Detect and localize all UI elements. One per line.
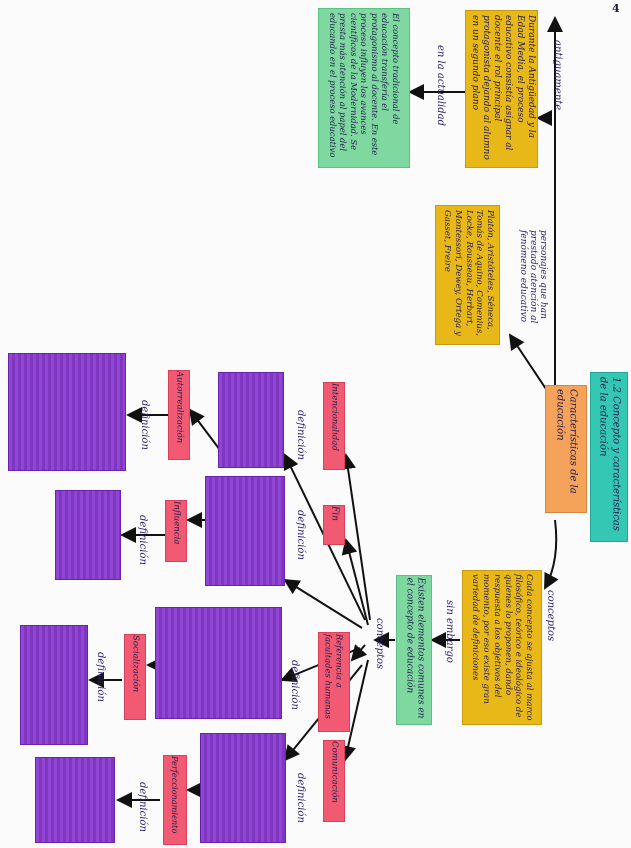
conceptos-box: Cada concepto se ajusta al marco filosóf… [462, 570, 542, 725]
label-definicion-2: definición [295, 510, 306, 560]
topic-text: 1.2 Concepto y características de la edu… [598, 377, 622, 532]
label-antiguamente: antiguamente [552, 40, 563, 111]
element-comunicacion-text: Comunicación [329, 741, 340, 803]
center-box: Características de la educación [545, 385, 587, 513]
purple-box-6 [55, 490, 121, 580]
element-autorrealizacion: Autorrealización [168, 370, 190, 460]
element-intencionalidad: Intencionalidad [323, 382, 345, 470]
element-intencionalidad-text: Intencionalidad [329, 383, 340, 452]
label-definicion-7: definición [95, 652, 106, 702]
label-definicion-6: definición [137, 515, 148, 565]
label-conceptos: conceptos [545, 590, 556, 642]
purple-box-8 [35, 757, 115, 843]
element-socializacion-text: Socialización [130, 635, 141, 693]
label-sin-embargo: sin embargo [444, 600, 455, 663]
link-hub-fin [341, 538, 369, 626]
element-influencia-text: Influencia [171, 501, 182, 545]
center-text: Características de la educación [555, 389, 579, 494]
label-definicion-1: definición [295, 410, 306, 460]
page-number: 4 [612, 2, 620, 15]
label-definicion-3: definición [289, 660, 300, 710]
label-definicion-8: definición [137, 782, 148, 832]
conceptos-text: Cada concepto se ajusta al marco filosóf… [470, 573, 535, 721]
purple-box-5 [8, 353, 126, 471]
element-perfeccionamiento: Perfeccionamiento [163, 755, 187, 845]
link-hub-facultades [350, 644, 368, 662]
antiguedad-box: Durante la Antigüedad y la Edad Media, e… [465, 10, 538, 168]
purple-box-1 [218, 372, 284, 468]
label-definicion-4: definición [295, 773, 306, 823]
personajes-text: Platón, Aristóteles, Séneca, Tomás de Aq… [441, 210, 495, 337]
comunes-box: Existen elementos comunes en el concepto… [396, 575, 432, 725]
label-conceptos-hub: conceptos [374, 618, 385, 670]
element-influencia: Influencia [165, 500, 187, 562]
element-facultades-text: Referencia a facultades humanas [324, 634, 345, 719]
element-perfeccionamiento-text: Perfeccionamiento [170, 756, 181, 834]
comunes-text: Existen elementos comunes en el concepto… [404, 577, 426, 719]
actual-text: El concepto tradicional de educación tra… [327, 13, 401, 158]
label-actualidad: en la actualidad [435, 45, 446, 127]
topic-box: 1.2 Concepto y características de la edu… [590, 372, 628, 542]
personajes-box: Platón, Aristóteles, Séneca, Tomás de Aq… [435, 205, 500, 345]
element-fin-text: Fin [329, 506, 340, 521]
actual-box: El concepto tradicional de educación tra… [318, 8, 410, 168]
purple-box-4 [200, 733, 286, 843]
element-socializacion: Socialización [124, 634, 146, 720]
antiguedad-text: Durante la Antigüedad y la Edad Media, e… [469, 15, 536, 160]
element-autorrealizacion-text: Autorrealización [174, 371, 185, 444]
label-definicion-5: definición [139, 400, 150, 450]
purple-box-2 [205, 476, 285, 586]
element-facultades: Referencia a facultades humanas [318, 632, 350, 732]
link-purple-autorrealizacion [188, 408, 221, 451]
element-fin: Fin [323, 505, 345, 545]
purple-box-3 [155, 607, 282, 719]
link-hub-intencionalidad [340, 453, 371, 621]
element-comunicacion: Comunicación [323, 740, 345, 822]
link-center-conceptos [544, 519, 559, 590]
link-hub-purple2 [283, 578, 363, 629]
label-personajes: personajes que han prestado atención al … [518, 230, 548, 324]
purple-box-7 [20, 625, 88, 745]
